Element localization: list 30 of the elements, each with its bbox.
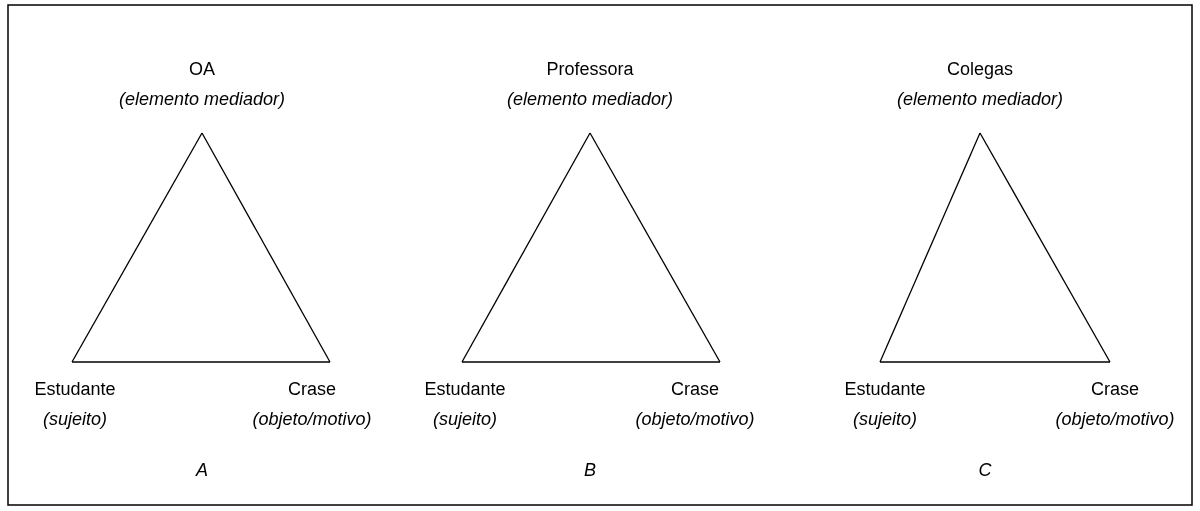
vertex-role: (objeto/motivo) [251,408,373,430]
panel-letter: B [584,460,596,481]
vertex-role: (sujeito) [432,408,498,430]
vertex-title: Colegas [945,58,1014,80]
vertex-role: (objeto/motivo) [1054,408,1176,430]
panel-letter: A [196,460,208,481]
vertex-title: Crase [287,378,337,400]
vertex-title: Professora [545,58,635,80]
vertex-role: (elemento mediador) [895,88,1065,110]
vertex-title: Crase [1090,378,1140,400]
triangle-side [71,361,331,363]
vertex-title: Estudante [843,378,927,400]
vertex-role: (elemento mediador) [505,88,675,110]
vertex-role: (sujeito) [42,408,108,430]
triangle-side [979,132,1111,363]
triangle-side [201,132,331,363]
triangle-side [879,361,1111,363]
triangle-side [71,132,203,363]
vertex-role: (elemento mediador) [117,88,287,110]
triangle-side [461,361,721,363]
vertex-title: Estudante [33,378,117,400]
vertex-role: (objeto/motivo) [634,408,756,430]
triangle-side [589,132,721,363]
vertex-title: Estudante [423,378,507,400]
vertex-role: (sujeito) [852,408,918,430]
panel-letter: C [978,460,992,481]
triangle-side [461,132,591,363]
vertex-title: Crase [670,378,720,400]
vertex-title: OA [188,58,216,80]
triangle-side [879,132,981,363]
